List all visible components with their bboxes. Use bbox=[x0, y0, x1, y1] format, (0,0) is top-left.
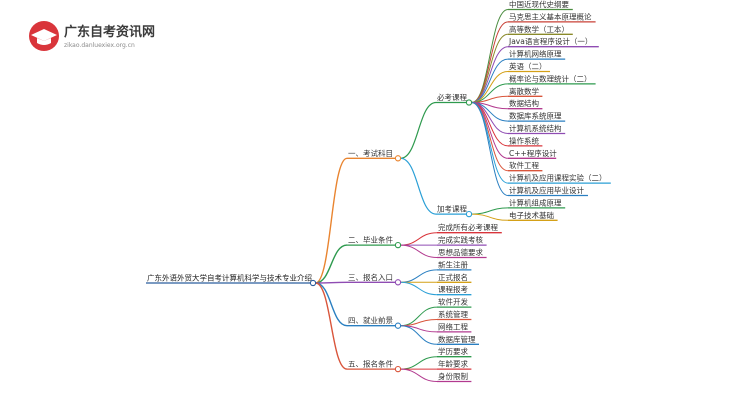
branch-1-child-1-leaf-14-link bbox=[471, 102, 509, 172]
branch-1-child-1-leaf-16-link bbox=[471, 102, 509, 196]
branch-1-child-1-leaf-4-label: Java语言程序设计（一） bbox=[508, 36, 592, 46]
branch-1-label: 一、考试科目 bbox=[348, 148, 393, 158]
branch-1-child-1-leaf-6-label: 英语（二） bbox=[509, 61, 547, 71]
branch-1-child-1-leaf-5-link bbox=[471, 58, 509, 103]
brand-title: 广东自考资讯网 bbox=[64, 24, 155, 40]
branch-3-child-2-label: 正式报名 bbox=[438, 272, 468, 282]
branch-3-child-3-label: 课程报考 bbox=[438, 284, 468, 294]
graduation-cap-base bbox=[37, 38, 51, 45]
branch-1-child-1-leaf-12-label: 操作系统 bbox=[509, 135, 539, 145]
branch-5-connector bbox=[394, 365, 402, 373]
brand-subtitle: zikao.danluexiex.org.cn bbox=[64, 42, 135, 49]
branch-1-child-1-leaf-3-link bbox=[471, 33, 509, 103]
branch-1-child-1-link bbox=[400, 101, 437, 159]
branch-3-label: 三、报名入口 bbox=[348, 272, 393, 282]
branch-3-child-1-link bbox=[400, 269, 438, 283]
branch-1-child-1-leaf-2-link bbox=[471, 21, 509, 103]
branch-4-child-4-label: 数据库管理 bbox=[438, 334, 476, 344]
branch-1-child-1-leaf-1-link bbox=[471, 9, 509, 103]
node-layer: 广东外语外贸大学自考计算机科学与技术专业介绍 一、考试科目 必考课程 中国近现代史纲要… bbox=[146, 0, 611, 383]
branch-5-child-1-link bbox=[400, 356, 438, 370]
branch-1-child-1-leaf-11-label: 计算机系统结构 bbox=[509, 123, 562, 133]
branch-1-child-1-leaf-9-label: 数据结构 bbox=[509, 98, 539, 108]
root-node-label: 广东外语外贸大学自考计算机科学与技术专业介绍 bbox=[147, 273, 312, 283]
branch-2-label: 二、毕业条件 bbox=[348, 235, 393, 245]
branch-4-label: 四、就业前景 bbox=[348, 315, 393, 325]
branch-1-connector bbox=[394, 155, 402, 162]
branch-3-link bbox=[315, 281, 348, 284]
branch-1-child-1-leaf-1-label: 中国近现代史纲要 bbox=[509, 0, 569, 9]
link-layer bbox=[315, 9, 509, 382]
branch-4-child-2-label: 系统管理 bbox=[438, 309, 468, 319]
branch-5-child-1-label: 学历要求 bbox=[438, 346, 468, 356]
branch-2-child-1-label: 完成所有必考课程 bbox=[438, 222, 498, 232]
branch-5-child-3-link bbox=[400, 368, 438, 382]
branch-1-child-1-leaf-14-label: 软件工程 bbox=[509, 160, 539, 170]
branch-1-child-1-leaf-7-label: 概率论与数理统计（二） bbox=[509, 73, 592, 83]
branch-4-connector bbox=[394, 322, 402, 329]
branch-1-child-1-leaf-5-label: 计算机网络原理 bbox=[509, 49, 562, 59]
branch-1-child-1-leaf-13-label: C++程序设计 bbox=[509, 148, 557, 158]
branch-4-link bbox=[315, 282, 348, 327]
branch-1-child-1-leaf-12-link bbox=[471, 102, 509, 147]
branch-2-child-3-label: 思想品德要求 bbox=[438, 247, 483, 257]
branch-5-child-2-label: 年龄要求 bbox=[438, 359, 468, 369]
branch-2-link bbox=[315, 244, 348, 284]
branch-1-child-1-leaf-16-label: 计算机及应用毕业设计 bbox=[509, 185, 584, 195]
branch-1-child-1-connector bbox=[465, 99, 473, 106]
branch-5-label: 五、报名条件 bbox=[348, 359, 393, 369]
branch-5-child-3-label: 身份限制 bbox=[438, 371, 468, 381]
graduation-cap-icon bbox=[31, 29, 57, 41]
brand-logo: 广东自考资讯网 zikao.danluexiex.org.cn bbox=[29, 21, 155, 51]
root-node-connector bbox=[309, 279, 317, 287]
branch-1-link bbox=[315, 157, 348, 284]
branch-3-child-3-link bbox=[400, 281, 438, 296]
branch-2-child-2-label: 完成实践考核 bbox=[438, 235, 483, 245]
branch-1-child-2-link bbox=[400, 157, 437, 215]
branch-5-link bbox=[315, 282, 348, 370]
branch-1-child-1-leaf-15-link bbox=[471, 102, 509, 184]
branch-4-child-4-link bbox=[400, 325, 438, 345]
branch-1-child-1-leaf-10-label: 数据库系统原理 bbox=[509, 111, 562, 121]
branch-1-child-1-leaf-15-label: 计算机及应用课程实验（二） bbox=[509, 173, 607, 183]
branch-1-child-2-leaf-2-label: 电子技术基础 bbox=[509, 210, 554, 220]
branch-1-child-1-leaf-8-label: 离散数学 bbox=[509, 86, 539, 96]
branch-3-connector bbox=[394, 279, 402, 286]
branch-1-child-1-leaf-3-label: 高等数学（工本） bbox=[509, 24, 569, 34]
branch-1-child-2-label: 加考课程 bbox=[437, 204, 467, 214]
branch-1-child-2-leaf-1-label: 计算机组成原理 bbox=[509, 197, 562, 207]
branch-1-child-2-leaf-1-link bbox=[471, 207, 509, 215]
branch-2-connector bbox=[394, 241, 402, 249]
branch-1-child-2-connector bbox=[465, 210, 473, 218]
branch-1-child-1-label: 必考课程 bbox=[437, 92, 467, 102]
branch-4-child-3-label: 网络工程 bbox=[438, 321, 468, 331]
branch-2-child-3-link bbox=[400, 244, 438, 258]
branch-1-child-2-leaf-2-link bbox=[471, 213, 509, 221]
branch-4-child-1-label: 软件开发 bbox=[438, 297, 468, 307]
branch-1-child-1-leaf-2-label: 马克思主义基本原理概论 bbox=[509, 11, 592, 21]
branch-2-child-1-link bbox=[400, 232, 438, 246]
branch-3-child-1-label: 新生注册 bbox=[438, 259, 468, 269]
